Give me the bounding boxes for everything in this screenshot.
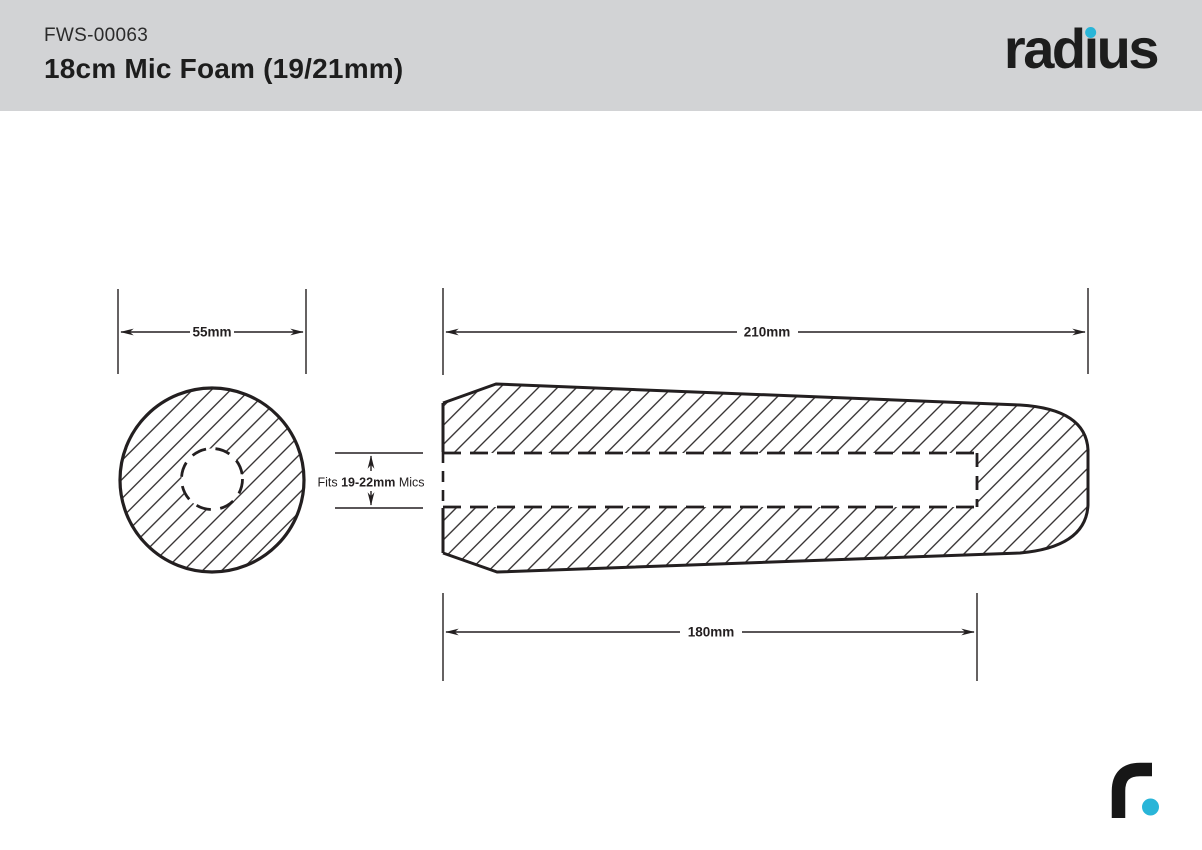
- side-view: [441, 382, 1090, 574]
- product-sku: FWS-00063: [44, 25, 149, 46]
- front-view: [118, 386, 306, 574]
- fit-label-value: 19-22mm: [341, 476, 395, 490]
- logo-text-left: rad: [1003, 17, 1086, 80]
- fit-label-prefix: Fits: [317, 476, 337, 490]
- side-view-outline: [442, 382, 1090, 574]
- fit-label-suffix: Mics: [399, 476, 425, 490]
- fit-label: Fits 19-22mm Mics: [317, 476, 424, 490]
- logo-text-right: us: [1096, 17, 1160, 80]
- fit-annotation: Fits 19-22mm Mics: [317, 452, 425, 509]
- dimension-label-55mm: 55mm: [192, 325, 231, 340]
- logo-i-dot-icon: [1085, 27, 1097, 38]
- dimension-55mm: 55mm: [117, 289, 307, 374]
- dimension-label-210mm: 210mm: [744, 325, 791, 340]
- dimension-label-180mm: 180mm: [688, 625, 735, 640]
- dimension-210mm: 210mm: [442, 288, 1089, 375]
- side-view-bore-clear: [443, 453, 977, 507]
- front-view-bore-hole-circle: [180, 447, 244, 511]
- page-title: 18cm Mic Foam (19/21mm): [44, 53, 404, 84]
- radius-r-mark-icon: [1111, 762, 1159, 818]
- r-mark-dot-icon: [1142, 798, 1159, 816]
- r-mark-stroke: [1111, 762, 1152, 818]
- logo-letter-i: ı: [1084, 21, 1100, 77]
- dimension-180mm: 180mm: [442, 593, 978, 681]
